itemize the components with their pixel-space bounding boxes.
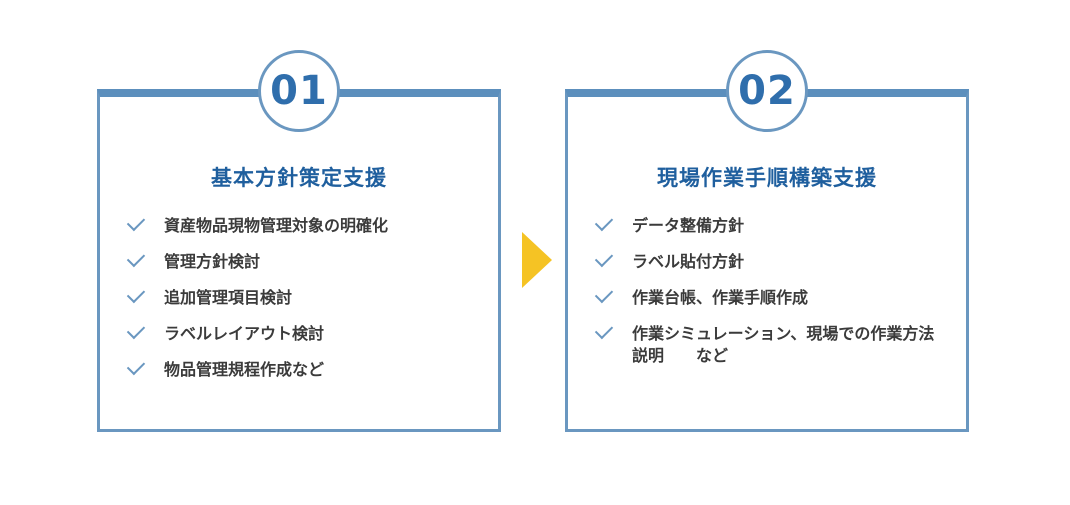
list-item: ラベル貼付方針 bbox=[594, 248, 946, 273]
step-item-list: 資産物品現物管理対象の明確化 管理方針検討 追加管理項目検討 ラベルレイアウト検… bbox=[126, 212, 478, 395]
step-badge-1: 01 bbox=[258, 50, 340, 132]
list-item: 作業シミュレーション、現場での作業方法説明 など bbox=[594, 320, 946, 367]
check-icon bbox=[126, 284, 146, 304]
step-number: 02 bbox=[738, 68, 796, 114]
step-title: 現場作業手順構築支援 bbox=[657, 166, 877, 190]
check-icon bbox=[594, 248, 614, 268]
check-icon bbox=[126, 320, 146, 340]
check-icon bbox=[126, 356, 146, 376]
item-text: 資産物品現物管理対象の明確化 bbox=[164, 216, 389, 235]
check-icon bbox=[594, 212, 614, 232]
step-badge-2: 02 bbox=[726, 50, 808, 132]
list-item: 追加管理項目検討 bbox=[126, 284, 478, 309]
item-text: 管理方針検討 bbox=[164, 252, 261, 271]
check-icon bbox=[126, 212, 146, 232]
arrow-right-icon bbox=[522, 232, 552, 288]
list-item: 物品管理規程作成など bbox=[126, 356, 478, 381]
item-text: 物品管理規程作成など bbox=[164, 360, 325, 379]
list-item: 作業台帳、作業手順作成 bbox=[594, 284, 946, 309]
item-text: 作業シミュレーション、現場での作業方法説明 など bbox=[632, 324, 935, 365]
item-text: データ整備方針 bbox=[632, 216, 745, 235]
list-item: 資産物品現物管理対象の明確化 bbox=[126, 212, 478, 237]
check-icon bbox=[126, 248, 146, 268]
item-text: 追加管理項目検討 bbox=[164, 288, 293, 307]
step-title: 基本方針策定支援 bbox=[211, 166, 387, 190]
list-item: ラベルレイアウト検討 bbox=[126, 320, 478, 345]
step-card-2: 02 現場作業手順構築支援 データ整備方針 ラベル貼付方針 作業台帳、作業手順作… bbox=[565, 50, 969, 432]
step-item-list: データ整備方針 ラベル貼付方針 作業台帳、作業手順作成 作業シミュレーション、現… bbox=[594, 212, 946, 381]
item-text: 作業台帳、作業手順作成 bbox=[632, 288, 809, 307]
check-icon bbox=[594, 284, 614, 304]
check-icon bbox=[594, 320, 614, 340]
step-card-1: 01 基本方針策定支援 資産物品現物管理対象の明確化 管理方針検討 追加管理項目… bbox=[97, 50, 501, 432]
item-text: ラベル貼付方針 bbox=[632, 252, 745, 271]
step-number: 01 bbox=[270, 68, 328, 114]
list-item: 管理方針検討 bbox=[126, 248, 478, 273]
item-text: ラベルレイアウト検討 bbox=[164, 324, 325, 343]
list-item: データ整備方針 bbox=[594, 212, 946, 237]
